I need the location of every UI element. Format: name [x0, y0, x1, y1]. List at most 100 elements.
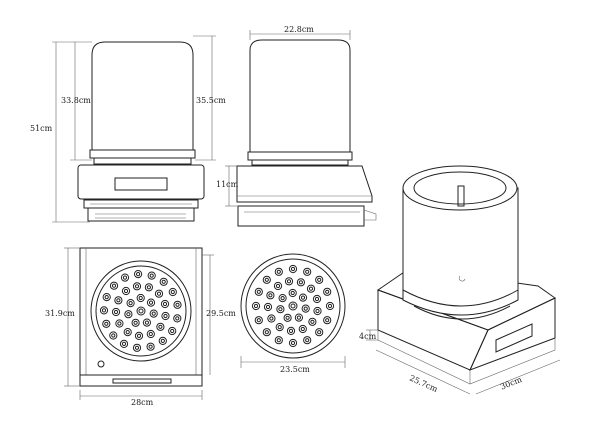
iso-dimensions — [366, 329, 561, 395]
grinder-hole — [168, 326, 177, 336]
grinder-hole — [144, 283, 153, 292]
grinder-hole — [123, 328, 132, 337]
grinder-hole — [315, 275, 324, 284]
label-side-base-height: 11cm — [216, 180, 239, 189]
grinder-hole — [308, 286, 314, 291]
label-grinder-diameter: 23.5cm — [280, 365, 310, 374]
grinder-hole — [120, 273, 130, 282]
side-dimensions — [225, 30, 351, 207]
grinder-hole — [146, 285, 151, 290]
grinder-hole — [317, 330, 322, 335]
grinder-hole — [256, 289, 261, 294]
grinder-hole — [268, 293, 273, 298]
grinder-hole — [136, 293, 145, 303]
disc-dimensions — [240, 356, 346, 368]
grinder-hole — [288, 264, 298, 274]
grinder-hole — [126, 299, 135, 308]
grinder-hole — [134, 284, 140, 289]
grinder-hole — [160, 338, 165, 343]
grinder-hole — [148, 344, 153, 349]
grinder-hole — [173, 300, 182, 309]
center-hole — [136, 306, 146, 316]
isometric-view — [376, 165, 556, 385]
grinder-hole — [306, 284, 316, 293]
grinder-hole — [161, 279, 166, 284]
grinder-hole — [264, 330, 269, 335]
grinder-hole — [300, 295, 306, 300]
grinder-hole — [280, 296, 285, 301]
grinder-hole — [161, 311, 170, 321]
center-hole — [138, 308, 144, 314]
grinder-hole — [131, 318, 140, 327]
grinder-hole — [303, 267, 312, 276]
grinder-hole — [286, 326, 296, 335]
grinder-hole — [296, 278, 305, 287]
grinder-hole — [253, 303, 259, 309]
grinder-hole — [290, 266, 296, 272]
grinder-hole — [168, 287, 177, 297]
grinder-hole — [317, 277, 322, 282]
grinder-hole — [162, 301, 168, 307]
grinder-hole — [121, 286, 131, 296]
grinder-hole — [119, 339, 129, 348]
grinder-hole — [263, 302, 273, 312]
side-view — [236, 39, 377, 227]
grinder-hole — [156, 291, 162, 296]
grinder-hole — [298, 293, 308, 302]
grinder-hole — [275, 283, 281, 289]
grinder-hole — [175, 316, 180, 321]
grinder-hole — [288, 288, 297, 298]
grinder-hole — [133, 320, 138, 325]
grinder-hole — [128, 301, 133, 306]
grinder-hole — [109, 331, 118, 340]
grinder-hole — [285, 315, 290, 320]
grinder-hole — [111, 283, 117, 288]
grinder-hole — [273, 281, 283, 291]
grinder-hole — [126, 312, 131, 317]
grinder-hole — [160, 299, 170, 309]
grinder-hole — [264, 277, 269, 282]
grinder-hole — [158, 324, 163, 329]
grinder-hole — [254, 316, 263, 325]
grinder-hole — [298, 280, 303, 285]
label-iso-base-height: 4cm — [359, 332, 377, 341]
front-view — [77, 41, 205, 222]
grinder-hole — [274, 267, 283, 276]
center-hole — [288, 301, 298, 311]
grinder-hole — [158, 336, 167, 345]
grinder-hole — [262, 275, 271, 284]
grinder-hole — [102, 319, 111, 328]
grinder-hole — [251, 301, 261, 311]
grinder-hole — [323, 287, 332, 296]
top-view-holes — [99, 270, 182, 352]
grinder-hole — [296, 315, 301, 320]
grinder-hole — [286, 279, 292, 284]
grinder-hole — [148, 300, 154, 305]
top-dimensions — [64, 247, 214, 400]
grinder-hole — [175, 302, 180, 307]
grinder-hole — [262, 328, 271, 337]
grinder-hole — [146, 329, 155, 339]
grinder-hole — [114, 296, 123, 305]
grinder-hole — [159, 277, 168, 286]
label-top-width: 28cm — [131, 398, 154, 407]
grinder-hole — [99, 306, 109, 315]
grinder-hole — [314, 296, 320, 302]
grinder-hole — [303, 336, 312, 345]
grinder-hole — [113, 309, 119, 315]
grinder-hole — [170, 289, 175, 295]
grinder-hole — [315, 328, 324, 337]
label-side-width: 22.8cm — [284, 25, 314, 34]
grinder-hole — [256, 318, 261, 323]
grinder-hole — [151, 311, 156, 316]
grinder-hole — [276, 305, 285, 314]
grinder-hole — [274, 336, 283, 345]
grinder-hole — [142, 318, 151, 327]
grinder-hole — [276, 338, 281, 343]
grinder-hole — [327, 303, 333, 309]
grinder-hole — [313, 306, 322, 316]
grinder-hole — [111, 307, 121, 317]
grinder-hole — [117, 321, 122, 326]
